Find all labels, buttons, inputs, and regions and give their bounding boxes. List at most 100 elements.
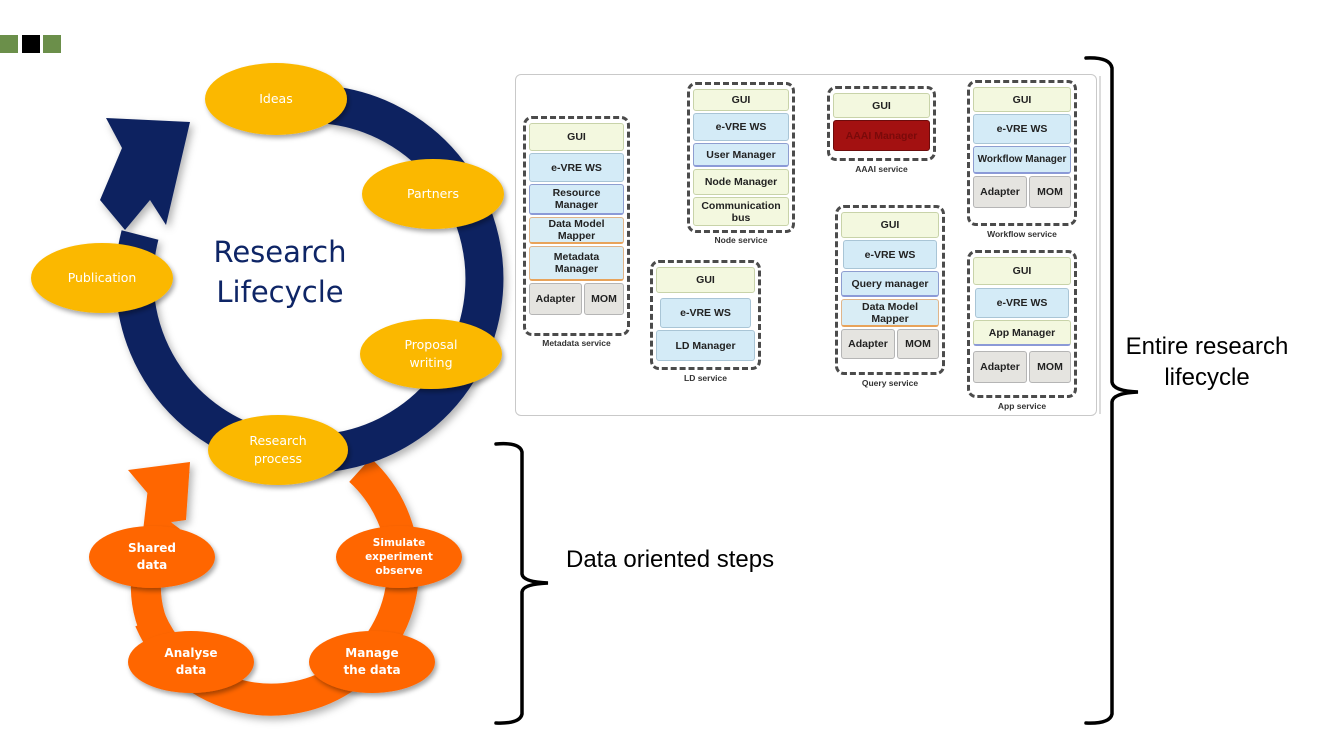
block-workflow-manager: Workflow Manager — [973, 146, 1071, 174]
node-simulate — [336, 526, 462, 588]
node-analyse-data — [128, 631, 254, 693]
adapter-mom-row: Adapter MOM — [841, 329, 939, 359]
label-text: the data — [343, 663, 401, 677]
label-manage-data: Manage the data — [312, 644, 432, 680]
block-gui: GUI — [973, 257, 1071, 285]
aaai-service: GUI AAAI Manager AAAI service — [827, 86, 936, 174]
title-line-1: Research — [213, 235, 347, 269]
entire-research-lifecycle-label: Entire research lifecycle — [1110, 331, 1304, 393]
node-manage-data — [309, 631, 435, 693]
block-gui: GUI — [529, 123, 624, 151]
decor-square-green — [43, 35, 61, 53]
block-app-manager: App Manager — [973, 320, 1071, 346]
label-proposal-writing: Proposal writing — [361, 336, 501, 372]
caption-aaai-service: AAAI service — [855, 164, 908, 174]
adapter-mom-row: Adapter MOM — [973, 176, 1071, 208]
node-service: GUI e-VRE WS User Manager Node Manager C… — [687, 82, 795, 245]
block-communication-bus: Communication bus — [693, 197, 789, 226]
block-gui: GUI — [973, 87, 1071, 112]
panel-edge-divider — [1099, 76, 1101, 414]
caption-ld-service: LD service — [684, 373, 727, 383]
adapter-mom-row: Adapter MOM — [529, 283, 624, 315]
block-aaai-manager: AAAI Manager — [833, 120, 930, 151]
navy-arrowhead-icon — [100, 118, 190, 230]
block-evre-ws: e-VRE WS — [529, 153, 624, 182]
label-text: Proposal — [404, 337, 458, 352]
label-text: Shared — [128, 541, 176, 555]
block-data-model-mapper: Data Model Mapper — [841, 299, 939, 327]
orange-arrowhead-icon — [128, 462, 190, 522]
label-partners: Partners — [363, 177, 503, 211]
label-simulate: Simulate experiment observe — [339, 536, 459, 578]
block-mom: MOM — [584, 283, 624, 315]
node-publication — [31, 243, 173, 313]
label-ideas: Ideas — [206, 82, 346, 116]
caption-app-service: App service — [997, 401, 1047, 411]
adapter-mom-row: Adapter MOM — [973, 351, 1071, 383]
caption-workflow-service: Workflow service — [987, 229, 1057, 239]
data-steps-bracket-icon — [494, 441, 549, 725]
caption-metadata-service: Metadata service — [542, 338, 611, 348]
block-mom: MOM — [1029, 351, 1071, 383]
query-service: GUI e-VRE WS Query manager Data Model Ma… — [835, 205, 945, 388]
label-text: observe — [375, 565, 423, 577]
label-publication: Publication — [32, 261, 172, 295]
label-text: data — [136, 558, 168, 572]
node-shared-data — [89, 526, 215, 588]
ld-service: GUI e-VRE WS LD Manager LD service — [650, 260, 761, 383]
block-resource-manager: Resource Manager — [529, 184, 624, 215]
title-line-2: Lifecycle — [216, 275, 344, 309]
node-ideas — [205, 63, 347, 135]
label-line-1: Entire research — [1125, 333, 1289, 360]
research-cycle-diagram — [31, 63, 504, 716]
label-shared-data: Shared data — [92, 539, 212, 575]
block-gui: GUI — [833, 93, 930, 118]
app-service: GUI e-VRE WS App Manager Adapter MOM App… — [967, 250, 1077, 411]
data-oriented-steps-label: Data oriented steps — [566, 546, 775, 573]
block-data-model-mapper: Data Model Mapper — [529, 217, 624, 244]
caption-node-service: Node service — [714, 235, 768, 245]
label-text: Research — [249, 433, 307, 448]
metadata-service: GUI e-VRE WS Resource Manager Data Model… — [523, 116, 630, 348]
label-text: process — [253, 451, 303, 466]
entire-lifecycle-bracket-icon — [1084, 56, 1139, 725]
block-node-manager: Node Manager — [693, 169, 789, 195]
block-evre-ws: e-VRE WS — [975, 288, 1069, 318]
label-text: data — [175, 663, 207, 677]
label-text: Ideas — [259, 91, 293, 106]
label-line-2: lifecycle — [1164, 364, 1250, 391]
block-mom: MOM — [1029, 176, 1071, 208]
block-user-manager: User Manager — [693, 143, 789, 167]
label-text: Analyse — [164, 646, 218, 660]
caption-query-service: Query service — [861, 378, 919, 388]
decor-square-green — [0, 35, 18, 53]
block-metadata-manager: Metadata Manager — [529, 246, 624, 281]
block-evre-ws: e-VRE WS — [973, 114, 1071, 144]
block-adapter: Adapter — [841, 329, 895, 359]
block-ld-manager: LD Manager — [656, 330, 755, 361]
block-adapter: Adapter — [529, 283, 582, 315]
label-analyse-data: Analyse data — [131, 644, 251, 680]
block-evre-ws: e-VRE WS — [660, 298, 751, 328]
label-text: Simulate — [372, 537, 426, 549]
block-gui: GUI — [841, 212, 939, 238]
block-query-manager: Query manager — [841, 271, 939, 297]
decor-square-black — [22, 35, 40, 53]
label-research-process: Research process — [208, 432, 348, 468]
label-text: experiment — [365, 551, 433, 563]
block-adapter: Adapter — [973, 351, 1027, 383]
label-text: writing — [409, 355, 453, 370]
label-text: Publication — [67, 270, 137, 285]
label-text: Manage — [345, 646, 399, 660]
block-evre-ws: e-VRE WS — [693, 113, 789, 141]
node-partners — [362, 159, 504, 229]
block-mom: MOM — [897, 329, 939, 359]
research-lifecycle-title: Research Lifecycle — [190, 232, 370, 312]
block-gui: GUI — [656, 267, 755, 293]
node-research-process — [208, 415, 348, 485]
workflow-service: GUI e-VRE WS Workflow Manager Adapter MO… — [967, 80, 1077, 239]
block-gui: GUI — [693, 89, 789, 111]
node-proposal-writing — [360, 319, 502, 389]
block-evre-ws: e-VRE WS — [843, 240, 937, 269]
block-adapter: Adapter — [973, 176, 1027, 208]
